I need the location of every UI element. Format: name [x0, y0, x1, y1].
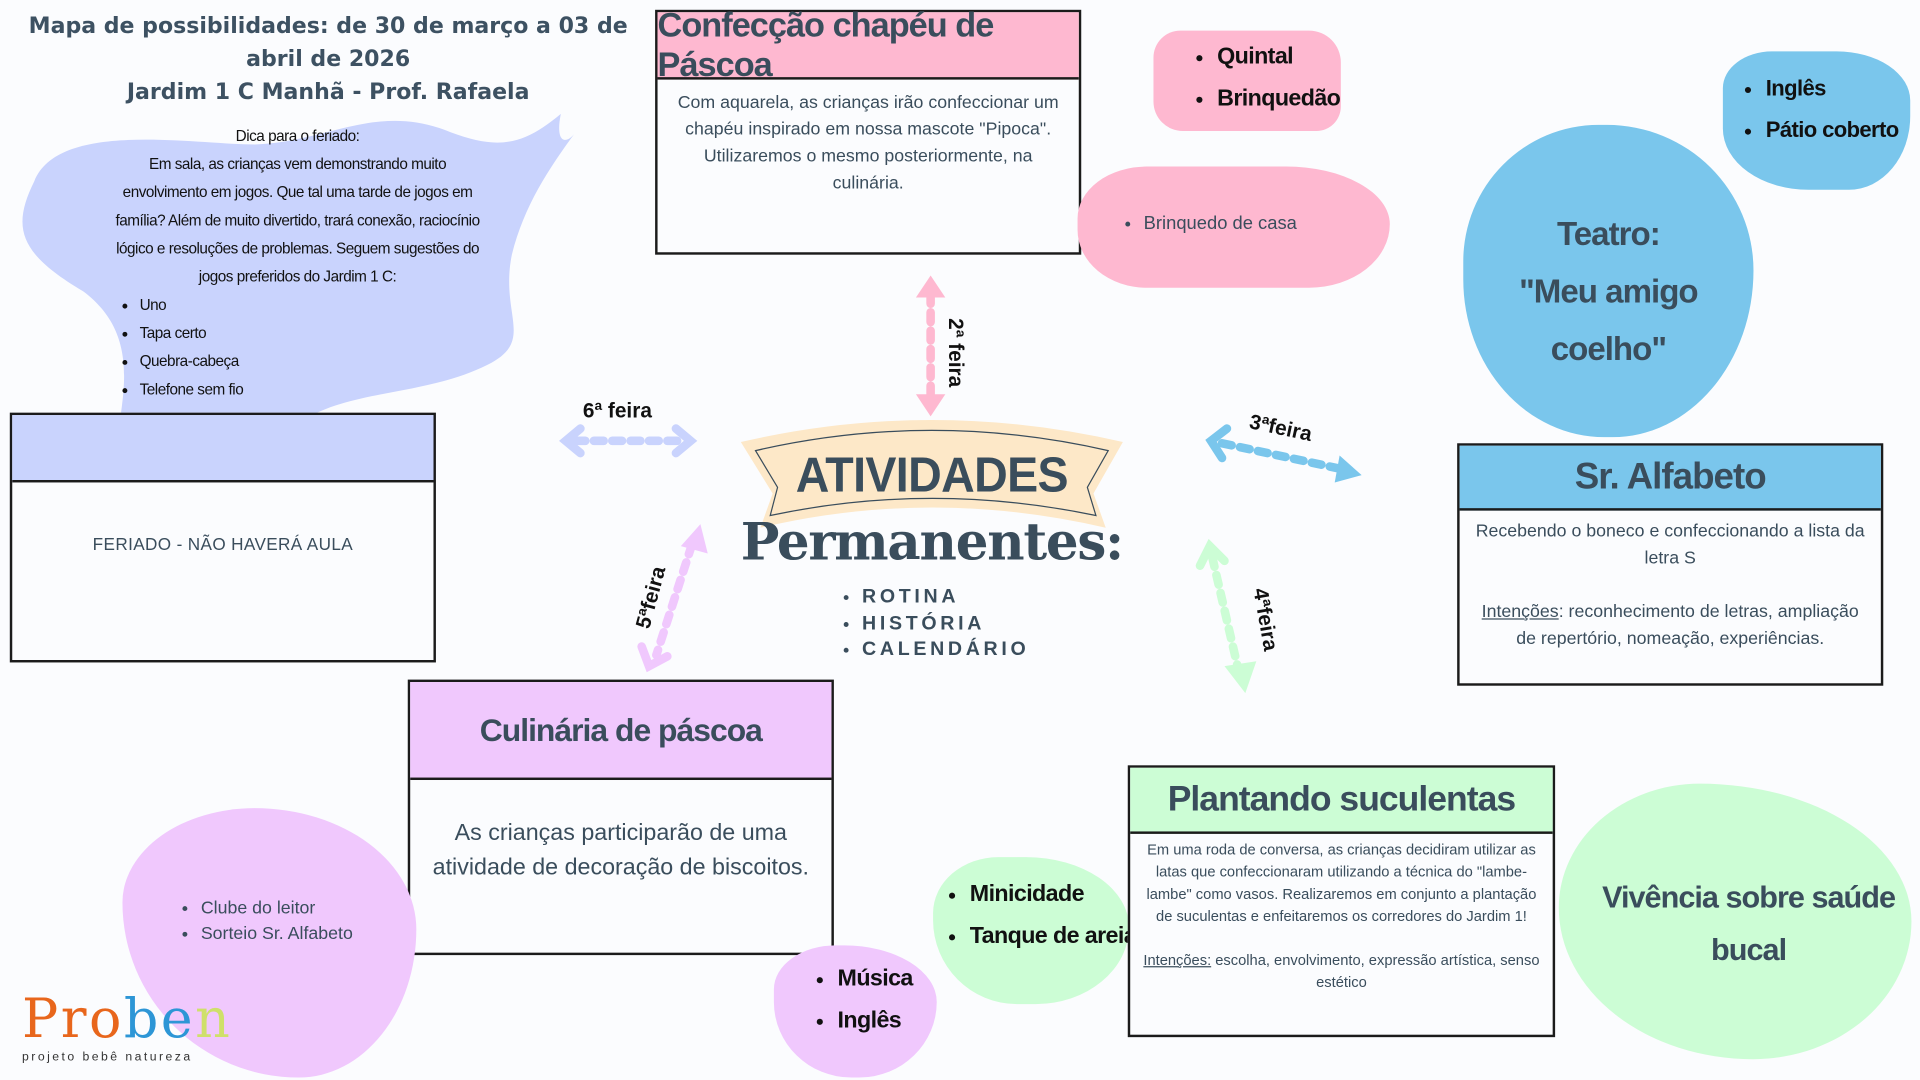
- friday-card-header: [12, 415, 434, 483]
- place-item: Quintal: [1217, 37, 1340, 79]
- dental-health-label: Vivência sobre saúde bucal: [1602, 880, 1896, 968]
- tip-text: Em sala, as crianças vem demonstrando mu…: [115, 155, 480, 286]
- tip-heading: Dica para o feriado:: [235, 127, 360, 145]
- dental-health-blob: [1558, 783, 1912, 1060]
- friday-card-text: FERIADO - NÃO HAVERÁ AULA: [92, 533, 354, 554]
- logo-tagline: projeto bebê natureza: [22, 1050, 193, 1065]
- tuesday-places-blob: [1722, 51, 1911, 190]
- monday-places-blob: [1153, 30, 1341, 132]
- games-list: Uno Tapa certo Quebra-cabeça Telefone se…: [108, 291, 488, 404]
- tuesday-card-description: Recebendo o boneco e confeccionando a li…: [1475, 521, 1865, 569]
- tuesday-card-text: Recebendo o boneco e confeccionando a li…: [1460, 518, 1881, 653]
- monday-card-title: Confecção chapéu de Páscoa: [657, 6, 1079, 83]
- intentions-text: escolha, envolvimento, expressão artísti…: [1211, 951, 1540, 991]
- theater-title: Teatro:: [1557, 215, 1661, 253]
- monday-extra-blob: [1077, 166, 1390, 288]
- monday-arrow: [915, 275, 946, 417]
- tuesday-card-title: Sr. Alfabeto: [1459, 445, 1881, 511]
- extra-item: Brinquedo de casa: [1144, 213, 1297, 234]
- thursday-arrow: [637, 524, 708, 673]
- friday-arrow: [559, 424, 698, 458]
- place-item: Inglês: [1766, 67, 1899, 109]
- thursday-card: Culinária de páscoa As crianças particip…: [407, 679, 834, 956]
- intentions-label: Intenções: [1481, 602, 1559, 623]
- title-line-1: Mapa de possibilidades: de 30 de março a…: [28, 13, 628, 73]
- game-item: Telefone sem fio: [140, 376, 488, 404]
- extra-item: Clube do leitor: [201, 896, 353, 922]
- intentions-label: Intenções:: [1143, 951, 1212, 969]
- permanent-subtitle: Permanentes:: [740, 511, 1124, 572]
- place-item: Tanque de areia: [970, 916, 1137, 958]
- tuesday-arrow: [1205, 424, 1362, 483]
- title-line-2: Jardim 1 C Manhã - Prof. Rafaela: [126, 79, 530, 106]
- banner-title: ATIVIDADES: [795, 449, 1069, 504]
- thursday-card-title: Culinária de páscoa: [410, 682, 832, 781]
- wednesday-card-title: Plantando suculentas: [1130, 767, 1553, 834]
- monday-card: Confecção chapéu de Páscoa Com aquarela,…: [655, 6, 1082, 255]
- theater-blob: [1463, 124, 1754, 438]
- wednesday-places-blob: [933, 857, 1129, 1005]
- theater-name: "Meu amigo coelho": [1519, 273, 1699, 368]
- monday-label: 2ª feira: [944, 318, 968, 388]
- friday-card: FERIADO - NÃO HAVERÁ AULA: [9, 412, 436, 663]
- wednesday-card: Plantando suculentas Em uma roda de conv…: [1127, 765, 1556, 1038]
- game-item: Uno: [140, 291, 488, 319]
- tuesday-places-list: Inglês Pátio coberto: [1739, 67, 1899, 150]
- thursday-places-list: Música Inglês: [811, 959, 914, 1042]
- monday-card-text: Com aquarela, as crianças irão confeccio…: [677, 93, 1059, 194]
- place-item: Pátio coberto: [1766, 109, 1899, 151]
- intentions-text: : reconhecimento de letras, ampliação de…: [1516, 602, 1859, 649]
- theater-label: Teatro: "Meu amigo coelho": [1463, 206, 1753, 379]
- page-title: Mapa de possibilidades: de 30 de março a…: [0, 10, 656, 109]
- permanent-item: ROTINA: [862, 584, 1029, 610]
- friday-label: 6ª feira: [582, 399, 652, 423]
- wednesday-card-description: Em uma roda de conversa, as crianças dec…: [1146, 841, 1537, 925]
- logo-wordmark: Proben: [22, 988, 233, 1051]
- place-item: Música: [838, 959, 914, 1001]
- game-item: Tapa certo: [140, 320, 488, 348]
- proben-logo: Proben projeto bebê natureza: [22, 989, 232, 1064]
- permanent-list: ROTINA HISTÓRIA CALENDÁRIO: [842, 584, 1029, 663]
- permanent-item: CALENDÁRIO: [862, 637, 1029, 663]
- tuesday-intentions: Intenções: reconhecimento de letras, amp…: [1472, 599, 1869, 653]
- permanent-item: HISTÓRIA: [862, 610, 1029, 636]
- thursday-card-text: As crianças participarão de uma atividad…: [432, 820, 810, 881]
- holiday-tip: Dica para o feriado: Em sala, as criança…: [108, 122, 488, 404]
- wednesday-places-list: Minicidade Tanque de areia: [943, 874, 1137, 958]
- place-item: Brinquedão: [1217, 78, 1341, 120]
- wednesday-intentions: Intenções: escolha, envolvimento, expres…: [1142, 949, 1540, 993]
- game-item: Quebra-cabeça: [140, 348, 488, 376]
- wednesday-arrow: [1195, 538, 1257, 694]
- wednesday-card-text: Em uma roda de conversa, as crianças dec…: [1130, 839, 1552, 993]
- monday-places-list: Quintal Brinquedão: [1190, 37, 1341, 120]
- thursday-extra-list: Clube do leitor Sorteio Sr. Alfabeto: [174, 896, 353, 947]
- activities-banner: [740, 420, 1123, 528]
- place-item: Minicidade: [970, 874, 1136, 916]
- extra-item: Sorteio Sr. Alfabeto: [201, 922, 353, 948]
- thursday-places-blob: [773, 945, 937, 1078]
- tip-blob: [22, 113, 576, 421]
- monday-extra-list: Brinquedo de casa: [1117, 213, 1297, 234]
- place-item: Inglês: [838, 1000, 913, 1042]
- tuesday-card: Sr. Alfabeto Recebendo o boneco e confec…: [1457, 443, 1884, 686]
